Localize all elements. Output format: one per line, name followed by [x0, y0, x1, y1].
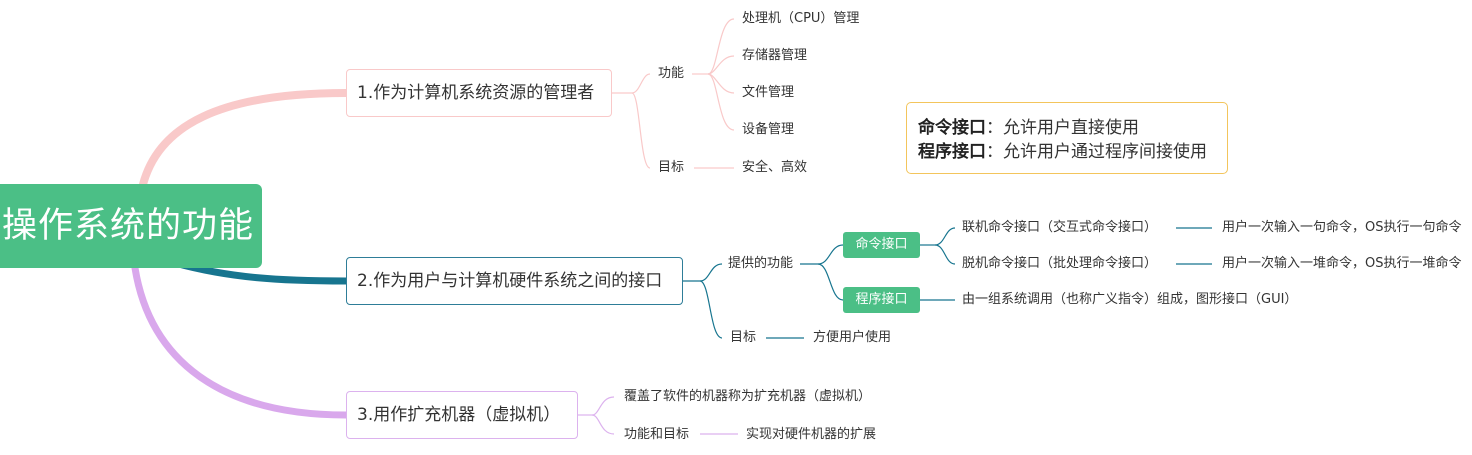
branch3-function-goal-value[interactable]: 实现对硬件机器的扩展: [746, 427, 877, 442]
online-command-desc[interactable]: 用户一次输入一句命令，OS执行一句命令: [1222, 220, 1462, 235]
interface-note-callout[interactable]: 命令接口：允许用户直接使用 程序接口：允许用户通过程序间接使用: [906, 102, 1228, 174]
root-topic[interactable]: 操作系统的功能: [0, 184, 262, 268]
extended-machine-definition[interactable]: 覆盖了软件的机器称为扩充机器（虚拟机）: [624, 389, 872, 404]
program-interface-desc[interactable]: 由一组系统调用（也称广义指令）组成，图形接口（GUI）: [962, 292, 1298, 307]
branch-user-interface[interactable]: 2.作为用户与计算机硬件系统之间的接口: [346, 257, 683, 305]
provided-functions-label[interactable]: 提供的功能: [728, 256, 794, 271]
branch3-function-goal-label[interactable]: 功能和目标: [624, 427, 690, 442]
program-interface-desc: ：允许用户通过程序间接使用: [986, 142, 1207, 162]
program-interface-pill[interactable]: 程序接口: [843, 287, 920, 313]
command-interface-note: 命令接口：允许用户直接使用: [918, 116, 1227, 140]
command-interface-term: 命令接口: [918, 118, 986, 138]
connector-root-branch1: [136, 89, 350, 204]
branch1-goal-value[interactable]: 安全、高效: [742, 160, 808, 175]
program-interface-note: 程序接口：允许用户通过程序间接使用: [918, 140, 1227, 164]
command-interface-pill[interactable]: 命令接口: [843, 232, 920, 258]
connector-root-branch3: [131, 264, 350, 419]
offline-command-desc[interactable]: 用户一次输入一堆命令，OS执行一堆命令: [1222, 256, 1462, 271]
program-interface-term: 程序接口: [918, 142, 986, 162]
online-command-interface[interactable]: 联机命令接口（交互式命令接口）: [962, 220, 1158, 235]
file-management-item[interactable]: 文件管理: [742, 85, 795, 100]
memory-management-item[interactable]: 存储器管理: [742, 48, 808, 63]
device-management-item[interactable]: 设备管理: [742, 122, 795, 137]
cpu-management-item[interactable]: 处理机（CPU）管理: [742, 11, 860, 26]
branch2-goal-label[interactable]: 目标: [730, 330, 757, 345]
branch1-function-label[interactable]: 功能: [658, 66, 685, 81]
command-interface-desc: ：允许用户直接使用: [986, 118, 1139, 138]
branch1-goal-label[interactable]: 目标: [658, 160, 685, 175]
branch2-goal-value[interactable]: 方便用户使用: [813, 330, 892, 345]
offline-command-interface[interactable]: 脱机命令接口（批处理命令接口）: [962, 256, 1158, 271]
branch-resource-manager[interactable]: 1.作为计算机系统资源的管理者: [346, 69, 612, 117]
branch-extended-machine[interactable]: 3.用作扩充机器（虚拟机）: [346, 391, 578, 439]
